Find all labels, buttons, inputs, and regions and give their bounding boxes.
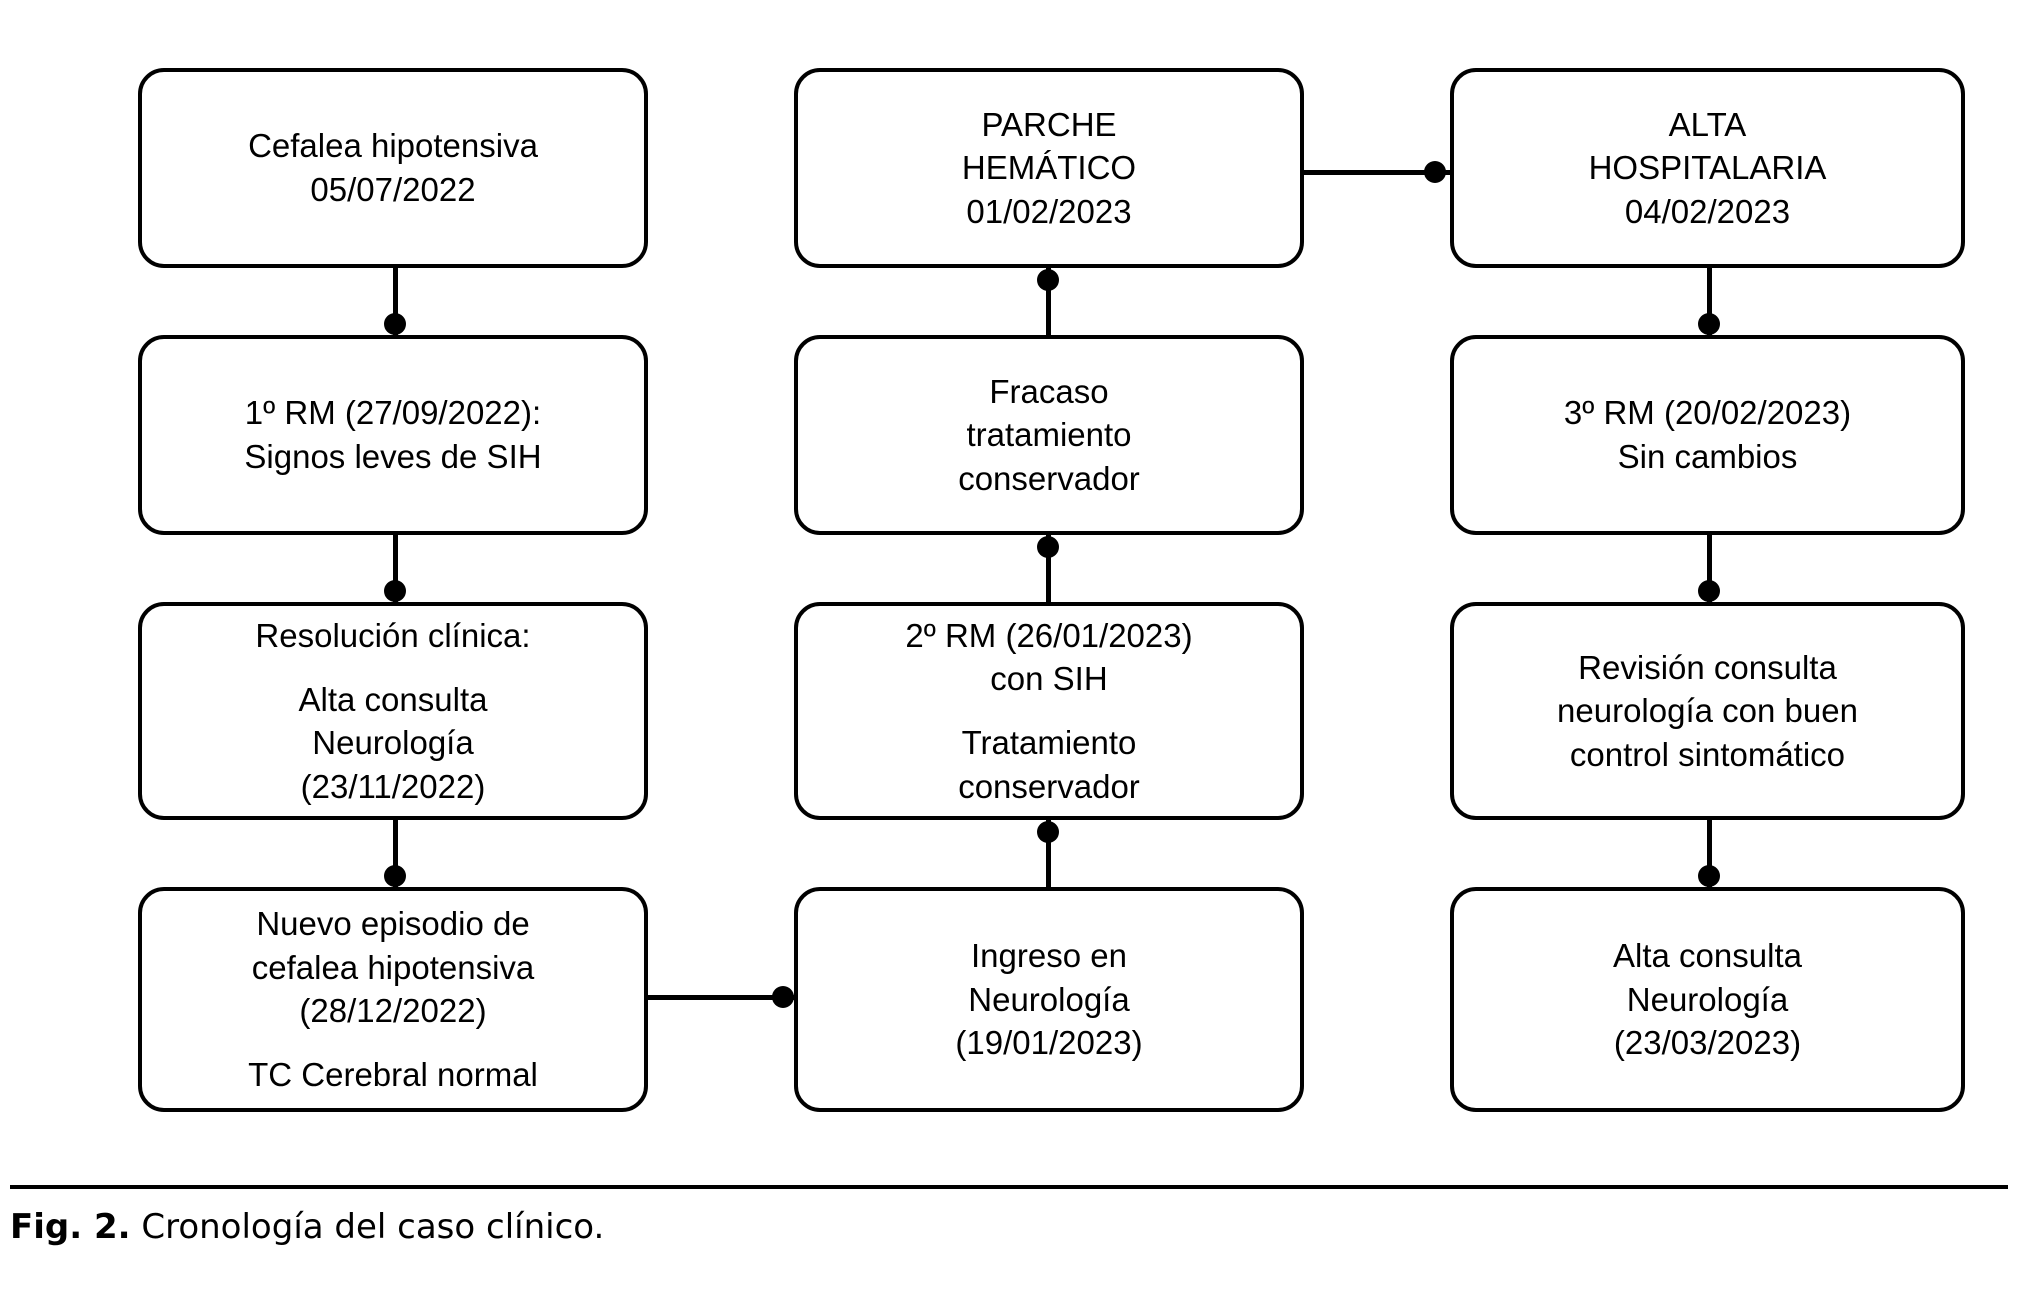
- connector-dot-c3r2: [1698, 313, 1720, 335]
- node-text-line: conservador: [958, 767, 1140, 805]
- node-line: ALTA HOSPITALARIA 04/02/2023: [1589, 103, 1827, 234]
- node-text-line: Tratamiento: [961, 724, 1137, 762]
- node-text-line: (23/03/2023): [1613, 1024, 1802, 1062]
- connector-dot-c3r4: [1698, 865, 1720, 887]
- connector-c2r2-to-c2r1: [1046, 265, 1051, 335]
- connector-c3r1-to-c3r2: [1707, 265, 1712, 335]
- node-text-line: Neurología: [1626, 980, 1789, 1018]
- node-text-line: HOSPITALARIA: [1588, 149, 1827, 187]
- node-text-line: 04/02/2023: [1624, 192, 1791, 230]
- node-text-line: Signos leves de SIH: [244, 438, 542, 475]
- connector-dot-c2r1: [1037, 269, 1059, 291]
- connector-dot-c1r4: [384, 865, 406, 887]
- node-alta-consulta[interactable]: Alta consulta Neurología (23/03/2023): [1450, 887, 1965, 1112]
- node-parche-hematico[interactable]: PARCHE HEMÁTICO 01/02/2023: [794, 68, 1304, 268]
- node-line: TC Cerebral normal: [248, 1053, 538, 1097]
- node-text-line: Nuevo episodio de: [256, 905, 530, 943]
- node-nuevo-episodio[interactable]: Nuevo episodio de cefalea hipotensiva (2…: [138, 887, 648, 1112]
- node-text-line: 05/07/2022: [310, 171, 476, 208]
- node-text-line: tratamiento: [966, 416, 1132, 454]
- node-text-line: ALTA: [1668, 105, 1747, 143]
- connector-c3r2-to-c3r3: [1707, 532, 1712, 602]
- node-text-line: neurología con buen: [1557, 692, 1858, 730]
- node-resolucion-clinica[interactable]: Resolución clínica: Alta consulta Neurol…: [138, 602, 648, 820]
- caption-divider: [10, 1185, 2008, 1189]
- connector-dot-c2r3: [1037, 821, 1059, 843]
- connector-dot-c1r2: [384, 313, 406, 335]
- node-line: Alta consulta Neurología (23/11/2022): [299, 678, 488, 809]
- connector-dot-c3r3: [1698, 580, 1720, 602]
- node-text-line: Ingreso en: [971, 937, 1127, 975]
- node-line: Cefalea hipotensiva 05/07/2022: [248, 124, 538, 211]
- node-line: 1º RM (27/09/2022): Signos leves de SIH: [244, 391, 541, 478]
- connector-c2r3-to-c2r2: [1046, 532, 1051, 602]
- connector-c1r4-to-c2r4: [640, 995, 800, 1000]
- connector-dot-c2r2: [1037, 536, 1059, 558]
- node-primera-rm[interactable]: 1º RM (27/09/2022): Signos leves de SIH: [138, 335, 648, 535]
- node-cefalea-hipotensiva[interactable]: Cefalea hipotensiva 05/07/2022: [138, 68, 648, 268]
- node-segunda-rm[interactable]: 2º RM (26/01/2023) con SIH Tratamiento c…: [794, 602, 1304, 820]
- node-text-line: (23/11/2022): [300, 767, 486, 805]
- node-line: Alta consulta Neurología (23/03/2023): [1613, 934, 1802, 1065]
- node-text-line: 01/02/2023: [966, 192, 1132, 230]
- figure-caption-text: Cronología del caso clínico.: [141, 1207, 605, 1247]
- node-fracaso-tratamiento[interactable]: Fracaso tratamiento conservador: [794, 335, 1304, 535]
- node-text-line: 1º RM (27/09/2022):: [244, 394, 542, 432]
- connector-dot-c1r3: [384, 580, 406, 602]
- node-ingreso-neurologia[interactable]: Ingreso en Neurología (19/01/2023): [794, 887, 1304, 1112]
- node-line: 2º RM (26/01/2023) con SIH: [905, 614, 1192, 701]
- connector-c2r4-to-c2r3: [1046, 817, 1051, 887]
- node-text-line: Neurología: [968, 980, 1130, 1018]
- node-text-line: Resolución clínica:: [255, 616, 531, 654]
- node-text-line: 3º RM (20/02/2023): [1563, 394, 1852, 432]
- node-text-line: Cefalea hipotensiva: [248, 127, 538, 165]
- node-text-line: (19/01/2023): [955, 1024, 1143, 1062]
- node-line: 3º RM (20/02/2023) Sin cambios: [1564, 391, 1851, 478]
- figure-caption: Fig. 2. Cronología del caso clínico.: [10, 1205, 604, 1249]
- connector-c1r3-to-c1r4: [393, 817, 398, 887]
- node-text-line: Fracaso: [989, 372, 1109, 410]
- node-line: Revisión consulta neurología con buen co…: [1557, 646, 1858, 777]
- node-text-line: HEMÁTICO: [961, 149, 1137, 187]
- node-text-line: Sin cambios: [1617, 438, 1798, 475]
- node-text-line: (28/12/2022): [299, 992, 487, 1030]
- connector-c2r1-to-c3r1: [1290, 170, 1455, 175]
- node-tercera-rm[interactable]: 3º RM (20/02/2023) Sin cambios: [1450, 335, 1965, 535]
- node-line: Resolución clínica:: [255, 614, 530, 658]
- node-line: PARCHE HEMÁTICO 01/02/2023: [962, 103, 1136, 234]
- node-line: Fracaso tratamiento conservador: [958, 370, 1140, 501]
- node-text-line: Alta consulta: [298, 680, 488, 718]
- node-line: Nuevo episodio de cefalea hipotensiva (2…: [252, 902, 535, 1033]
- node-text-line: Neurología: [312, 724, 474, 762]
- figure-number: Fig. 2.: [10, 1207, 131, 1247]
- node-text-line: Revisión consulta: [1578, 648, 1837, 686]
- node-text-line: cefalea hipotensiva: [251, 948, 535, 986]
- clinical-timeline-flowchart: Cefalea hipotensiva 05/07/2022 1º RM (27…: [138, 68, 1965, 1112]
- connector-dot-c2r4: [772, 986, 794, 1008]
- connector-c1r1-to-c1r2: [393, 265, 398, 335]
- node-line: Tratamiento conservador: [958, 721, 1140, 808]
- connector-dot-c3r1: [1424, 161, 1446, 183]
- node-text-line: PARCHE: [981, 105, 1117, 143]
- node-line: Ingreso en Neurología (19/01/2023): [955, 934, 1142, 1065]
- node-revision-consulta[interactable]: Revisión consulta neurología con buen co…: [1450, 602, 1965, 820]
- node-text-line: 2º RM (26/01/2023): [905, 616, 1193, 654]
- connector-c1r2-to-c1r3: [393, 532, 398, 602]
- node-text-line: conservador: [958, 459, 1140, 497]
- connector-c3r3-to-c3r4: [1707, 817, 1712, 887]
- node-alta-hospitalaria[interactable]: ALTA HOSPITALARIA 04/02/2023: [1450, 68, 1965, 268]
- node-text-line: con SIH: [990, 660, 1108, 698]
- node-text-line: TC Cerebral normal: [248, 1056, 538, 1094]
- node-text-line: control sintomático: [1569, 735, 1846, 773]
- node-text-line: Alta consulta: [1613, 937, 1802, 975]
